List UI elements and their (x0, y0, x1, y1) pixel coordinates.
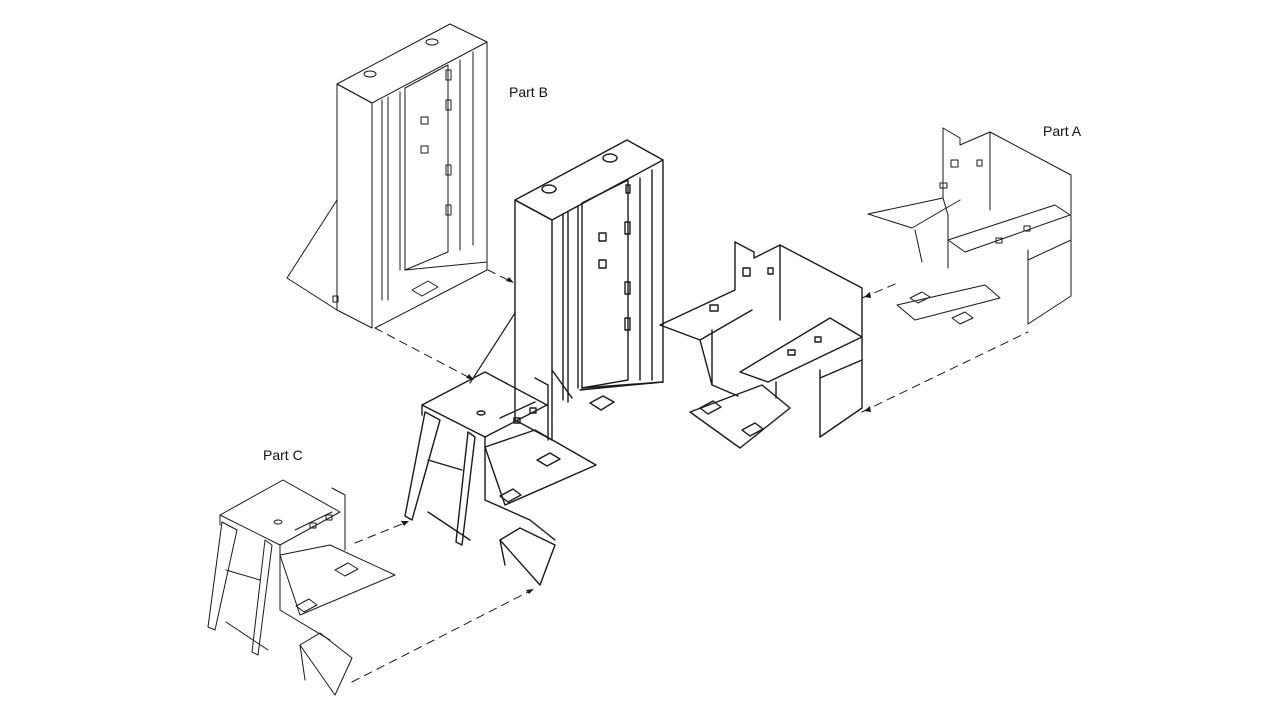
assembly-guide-lines (352, 270, 1028, 682)
part-a-label: Part A (1043, 123, 1082, 139)
part-b-cabinet (515, 140, 663, 440)
part-b-ghost-cabinet (287, 24, 487, 328)
part-a-frame (660, 242, 862, 448)
part-b-label: Part B (509, 84, 548, 100)
part-a-ghost-frame (868, 128, 1071, 324)
assembly-arrowheads (401, 277, 871, 594)
part-c-desk (405, 372, 596, 585)
support-line (470, 313, 515, 383)
part-c-label: Part C (263, 447, 303, 463)
part-c-ghost-desk (208, 480, 395, 695)
